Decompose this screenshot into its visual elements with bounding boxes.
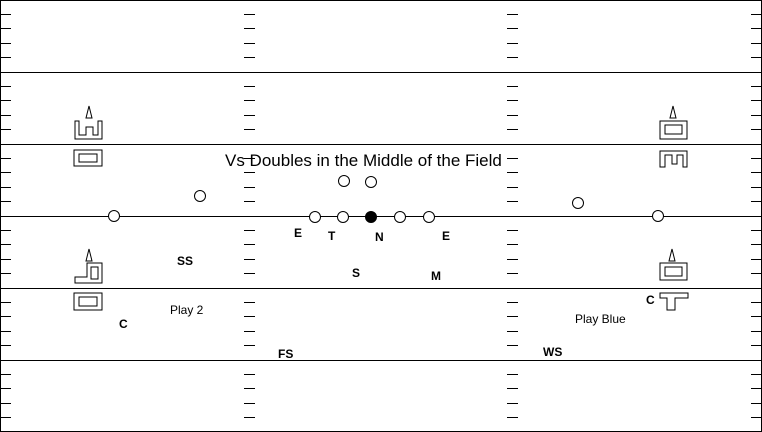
player-circle (652, 210, 664, 222)
player-circle (194, 190, 206, 202)
player-circle (309, 211, 321, 223)
label-ss: SS (177, 254, 193, 268)
player-circle (337, 211, 349, 223)
label-e-right: E (442, 229, 450, 243)
play-note-right: Play Blue (575, 312, 626, 326)
right-bracket-step-icon (659, 292, 689, 311)
player-circle (572, 197, 584, 209)
player-circle (338, 175, 350, 187)
right-bottom-goalpost-icon (659, 248, 688, 281)
left-box-icon (73, 149, 103, 167)
label-s: S (352, 266, 360, 280)
label-m: M (431, 269, 441, 283)
hash-marks (0, 14, 762, 418)
player-circle (423, 211, 435, 223)
label-c-left: C (119, 317, 128, 331)
right-top-goalpost-icon (659, 105, 688, 140)
left-bottom-goalpost-icon (74, 248, 103, 284)
label-t: T (328, 229, 336, 243)
right-bracket-icon (659, 150, 688, 168)
player-circle (108, 210, 120, 222)
label-ws: WS (543, 345, 562, 359)
player-circle (365, 176, 377, 188)
label-e-left: E (294, 226, 302, 240)
player-circle (394, 211, 406, 223)
yard-lines (0, 72, 762, 361)
play-note-left: Play 2 (170, 303, 204, 317)
label-n: N (375, 230, 384, 244)
left-top-goalpost-icon (74, 105, 103, 140)
left-bottom-box-icon (73, 292, 103, 311)
diagram-title: Vs Doubles in the Middle of the Field (225, 151, 502, 170)
center-filled-circle-icon (365, 211, 377, 223)
label-c-right: C (646, 293, 655, 307)
offense (108, 175, 664, 223)
label-fs: FS (278, 347, 293, 361)
